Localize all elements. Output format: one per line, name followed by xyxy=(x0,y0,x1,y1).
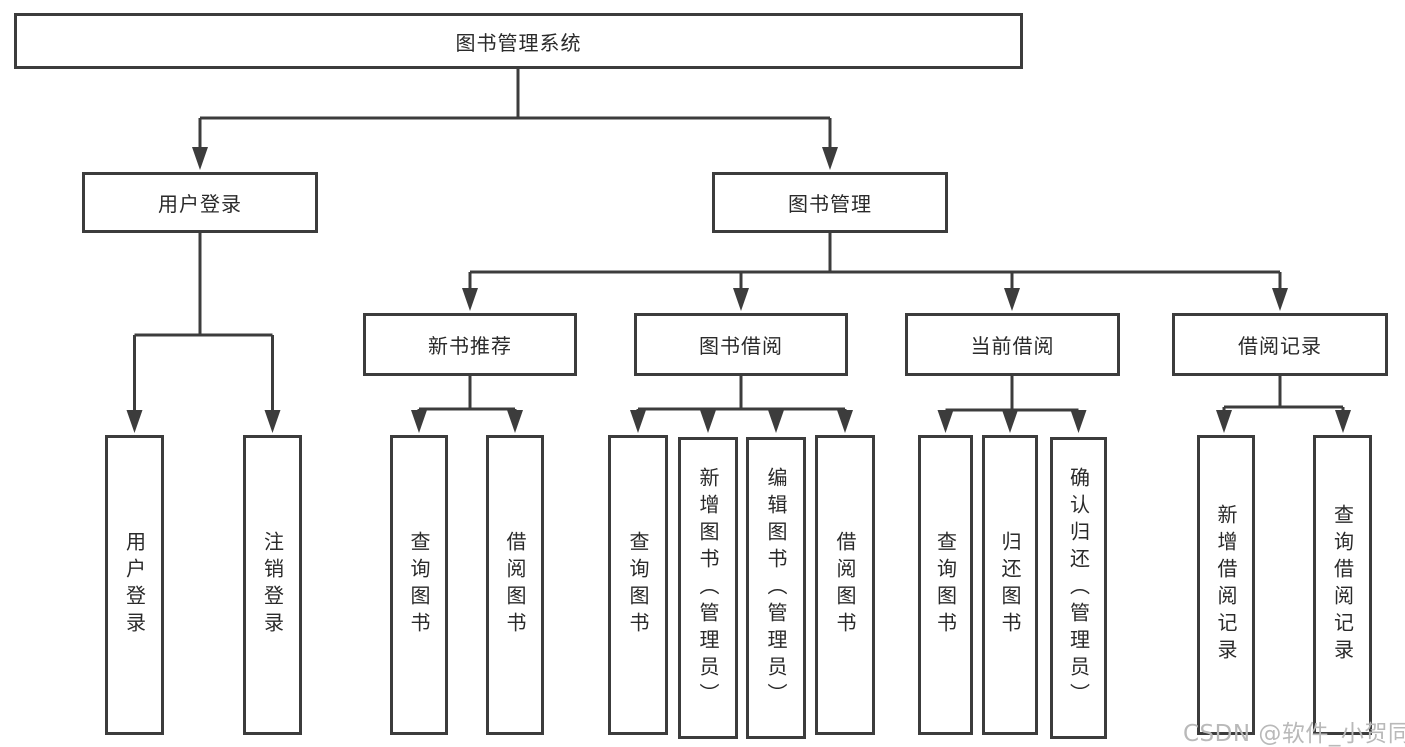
node-user-login: 用户登录 xyxy=(82,172,318,233)
leaf-borrow-books-2: 借阅图书 xyxy=(815,435,875,735)
connector-current-borrow xyxy=(944,376,1080,413)
connector-root xyxy=(198,69,832,150)
leaf-query-borrow-record: 查询借阅记录 xyxy=(1313,435,1372,735)
leaf-query-books-1: 查询图书 xyxy=(390,435,448,735)
arrowheads xyxy=(126,147,1351,433)
leaf-user-login: 用户登录 xyxy=(105,435,164,735)
watermark-text: CSDN @软件_小贺同学 xyxy=(1183,721,1405,747)
leaf-query-books-2: 查询图书 xyxy=(608,435,668,735)
leaf-query-books-3: 查询图书 xyxy=(918,435,973,735)
node-book-management: 图书管理 xyxy=(712,172,948,233)
node-borrow-records: 借阅记录 xyxy=(1172,313,1388,376)
connector-new-book-recommend xyxy=(417,376,517,413)
connector-book-borrow xyxy=(636,376,847,413)
leaf-return-books: 归还图书 xyxy=(982,435,1038,735)
leaf-edit-books-admin: 编辑图书（管理员） xyxy=(746,437,806,739)
leaf-add-books-admin: 新增图书（管理员） xyxy=(678,437,738,739)
connector-user-login xyxy=(133,233,274,412)
node-root: 图书管理系统 xyxy=(14,13,1023,69)
node-new-book-recommend: 新书推荐 xyxy=(363,313,577,376)
leaf-confirm-return-admin: 确认归还（管理员） xyxy=(1050,437,1107,739)
node-book-borrow: 图书借阅 xyxy=(634,313,848,376)
leaf-logout: 注销登录 xyxy=(243,435,302,735)
connector-book-management xyxy=(468,233,1282,290)
connector-borrow-records xyxy=(1222,376,1345,413)
leaf-add-borrow-record: 新增借阅记录 xyxy=(1197,435,1255,735)
node-current-borrow: 当前借阅 xyxy=(905,313,1120,376)
leaf-borrow-books-1: 借阅图书 xyxy=(486,435,544,735)
